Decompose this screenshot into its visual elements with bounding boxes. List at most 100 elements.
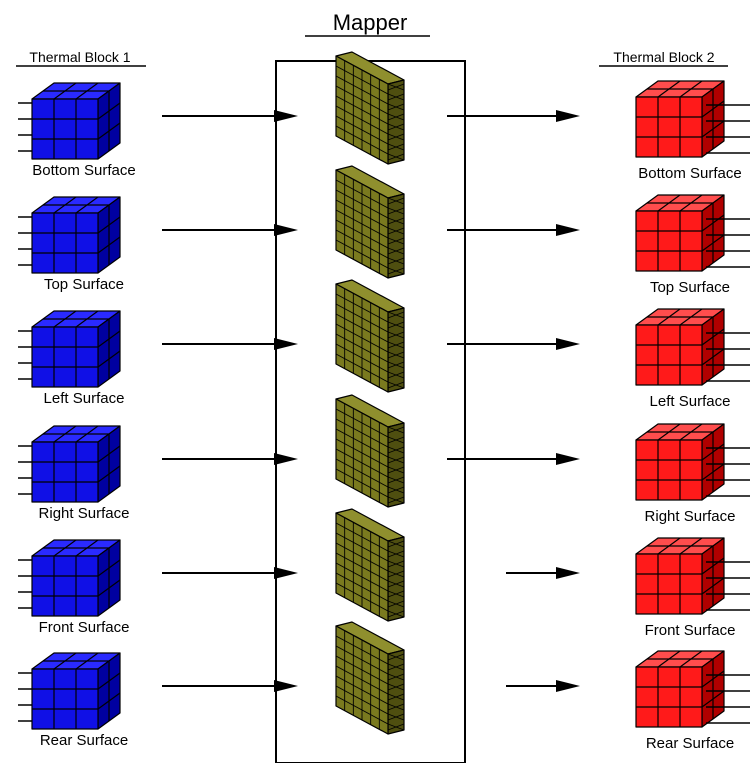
cube-front-face <box>31 98 99 160</box>
slab-grid-line <box>387 560 405 568</box>
slab-grid-line <box>335 179 389 209</box>
arrow-head <box>556 224 580 236</box>
cube-front-face <box>635 324 703 386</box>
arrow-head <box>274 453 298 465</box>
slab-grid-line <box>387 600 405 608</box>
slab-grid-line <box>387 197 405 205</box>
slab-grid-line <box>335 458 389 488</box>
slab-grid-line <box>387 723 405 731</box>
slab-grid-line <box>387 663 405 671</box>
left-surface-label: Top Surface <box>44 276 124 293</box>
slab-grid-line <box>387 247 405 255</box>
slab-grid-line <box>335 85 389 115</box>
block1-title: Thermal Block 1 <box>29 49 130 65</box>
slab-grid-line <box>335 438 389 468</box>
slab-grid-line <box>387 217 405 225</box>
slab-grid-line <box>387 436 405 444</box>
slab-grid-line <box>335 229 389 259</box>
slab-side-face <box>387 307 405 393</box>
cube-front-face <box>635 96 703 158</box>
slab-grid-line <box>387 580 405 588</box>
slab-grid-line <box>387 361 405 369</box>
arrow-head <box>556 453 580 465</box>
arrow-head <box>274 338 298 350</box>
slab-grid-line <box>335 572 389 602</box>
slab-grid-line <box>387 153 405 161</box>
slab-grid-line <box>335 239 389 269</box>
slab-grid-line <box>335 313 389 343</box>
slab-grid-line <box>335 65 389 95</box>
slab-grid-line <box>335 582 389 612</box>
mapper-box <box>275 60 466 763</box>
slab-grid-line <box>387 123 405 131</box>
arrow-head <box>556 680 580 692</box>
slab-grid-line <box>335 333 389 363</box>
arrow-head <box>556 110 580 122</box>
slab-grid-line <box>335 542 389 572</box>
slab-grid-line <box>335 522 389 552</box>
slab-grid-line <box>335 209 389 239</box>
slab-grid-line <box>387 341 405 349</box>
slab-grid-line <box>387 426 405 434</box>
slab-grid-line <box>335 125 389 155</box>
right-surface-label: Left Surface <box>650 393 731 410</box>
arrow-head <box>274 110 298 122</box>
slab-grid-line <box>387 476 405 484</box>
arrow-head <box>274 567 298 579</box>
slab-grid-line <box>387 693 405 701</box>
slab-grid-line <box>387 466 405 474</box>
slab-grid-line <box>387 540 405 548</box>
right-surface-label: Rear Surface <box>646 735 734 752</box>
slab-grid-line <box>387 683 405 691</box>
slab-grid-line <box>335 105 389 135</box>
left-surface-label: Bottom Surface <box>32 162 135 179</box>
surface-row: Rear Surface Rear Surface <box>18 621 750 752</box>
slab-grid-line <box>387 703 405 711</box>
slab-side-face <box>387 193 405 279</box>
right-surface-label: Right Surface <box>645 508 736 525</box>
arrow-head <box>274 224 298 236</box>
slab-side-face <box>387 79 405 165</box>
slab-grid-line <box>387 83 405 91</box>
slab-grid-line <box>387 371 405 379</box>
arrow-head <box>274 680 298 692</box>
cube-front-face <box>31 668 99 730</box>
slab-grid-line <box>387 257 405 265</box>
slab-grid-line <box>335 428 389 458</box>
slab-grid-line <box>335 695 389 725</box>
slab-grid-line <box>335 343 389 373</box>
left-surface-label: Right Surface <box>39 505 130 522</box>
slab-grid-line <box>387 550 405 558</box>
slab-grid-line <box>387 267 405 275</box>
left-surface-label: Rear Surface <box>40 732 128 749</box>
slab-grid-line <box>387 331 405 339</box>
slab-grid-line <box>335 645 389 675</box>
cube-front-face <box>635 210 703 272</box>
slab-side-face <box>387 649 405 735</box>
slab-grid-line <box>387 311 405 319</box>
block2-title: Thermal Block 2 <box>613 49 714 65</box>
slab-grid-line <box>335 685 389 715</box>
slab-side-face <box>387 422 405 508</box>
slab-grid-line <box>335 665 389 695</box>
right-surface-label: Front Surface <box>645 622 736 639</box>
slab-grid-line <box>335 219 389 249</box>
slab-grid-line <box>387 673 405 681</box>
slab-grid-line <box>387 590 405 598</box>
cube-front-face <box>31 212 99 274</box>
slab-grid-line <box>335 675 389 705</box>
slab-grid-line <box>335 562 389 592</box>
slab-grid-line <box>387 486 405 494</box>
cube-front-face <box>635 553 703 615</box>
slab-grid-line <box>387 446 405 454</box>
mapper-title: Mapper <box>333 10 408 35</box>
slab-grid-line <box>335 95 389 125</box>
slab-grid-line <box>335 552 389 582</box>
cube-front-face <box>635 439 703 501</box>
slab-grid-line <box>335 189 389 219</box>
cube-front-face <box>31 326 99 388</box>
